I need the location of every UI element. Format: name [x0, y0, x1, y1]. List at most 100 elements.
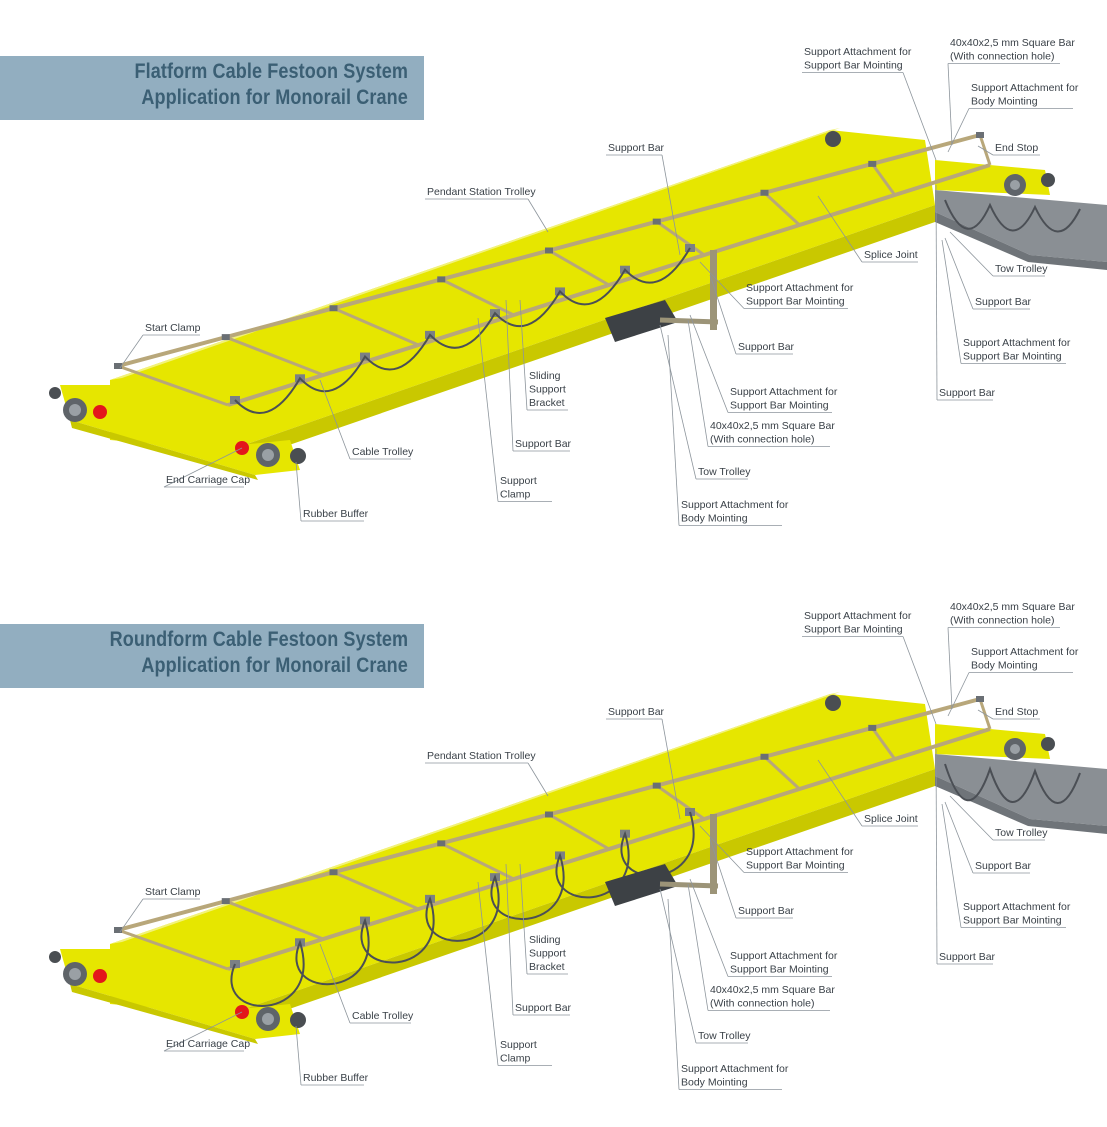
- pendant-station-box: [605, 300, 678, 342]
- callout-leader: [659, 888, 697, 1044]
- support-bar-cross: [548, 249, 610, 287]
- support-clamp: [545, 247, 553, 254]
- callout-leader: [659, 324, 697, 480]
- callout-tow-trolley-right: Tow Trolley: [949, 231, 1048, 277]
- label-line: (With connection hole): [950, 51, 1054, 63]
- callout-end-stop: End Stop: [977, 706, 1040, 720]
- label-line: (With connection hole): [710, 998, 814, 1010]
- title-banner: Roundform Cable Festoon System Applicati…: [0, 624, 424, 688]
- support-clamp: [114, 927, 122, 933]
- label-line: Support: [500, 475, 537, 487]
- support-bar-cross: [225, 335, 324, 377]
- girder-top-edge: [110, 128, 840, 380]
- callout-label: Rubber Buffer: [303, 1072, 369, 1084]
- callout-label: 40x40x2,5 mm Square Bar(With connection …: [950, 601, 1075, 627]
- label-line: Splice Joint: [864, 813, 918, 825]
- support-clamp: [437, 276, 446, 283]
- callout-start-clamp: Start Clamp: [119, 322, 201, 369]
- label-line: Support Bar: [608, 142, 665, 154]
- support-bar-cross: [225, 899, 324, 941]
- callout-tow-trolley-right: Tow Trolley: [949, 795, 1048, 841]
- callout-label: Pendant Station Trolley: [427, 750, 536, 762]
- callout-label: 40x40x2,5 mm Square Bar(With connection …: [710, 420, 835, 446]
- support-clamp: [114, 363, 122, 369]
- support-bar-cross: [332, 306, 420, 347]
- label-line: Tow Trolley: [698, 466, 751, 478]
- support-clamp: [221, 334, 230, 341]
- callout-label: Cable Trolley: [352, 446, 414, 458]
- callout-label: Support Bar: [608, 706, 665, 718]
- tow-arm: [659, 317, 719, 325]
- callout-leader: [699, 261, 745, 309]
- label-line: Support Bar Mointing: [746, 296, 845, 308]
- rubber-buffer: [1041, 173, 1055, 187]
- label-line: Support Bar: [515, 438, 572, 450]
- callout-label: Start Clamp: [145, 886, 201, 898]
- callout-support-bar-low: Support Bar: [505, 299, 572, 452]
- callout-support-bar-mid: Support Bar: [709, 838, 795, 919]
- title-line-2: Application for Monorail Crane: [141, 654, 408, 677]
- label-line: 40x40x2,5 mm Square Bar: [710, 420, 835, 432]
- crane-assembly: [49, 692, 1107, 1044]
- label-line: 40x40x2,5 mm Square Bar: [950, 601, 1075, 613]
- callout-label: 40x40x2,5 mm Square Bar(With connection …: [710, 984, 835, 1010]
- label-line: Tow Trolley: [995, 827, 1048, 839]
- callout-label: Support Bar: [738, 905, 795, 917]
- callout-leader: [947, 108, 970, 153]
- crane-assembly: [49, 128, 1107, 480]
- callout-label: Support Bar: [515, 1002, 572, 1014]
- label-line: Support Attachment for: [971, 82, 1079, 94]
- callout-support-bar-low: Support Bar: [505, 863, 572, 1016]
- label-line: Sliding: [529, 934, 561, 946]
- callout-pendant-station-trolley: Pendant Station Trolley: [425, 750, 549, 797]
- label-line: Support Bar Mointing: [746, 860, 845, 872]
- label-line: Support Bar: [975, 296, 1032, 308]
- label-line: Support Bar: [738, 905, 795, 917]
- callout-leader: [941, 239, 962, 364]
- rubber-buffer: [290, 448, 306, 464]
- callout-leader: [947, 672, 970, 717]
- wheel-hub: [262, 449, 274, 461]
- support-clamp: [545, 811, 553, 818]
- rubber-buffer: [1041, 737, 1055, 751]
- runway-rail-shadow: [935, 776, 1107, 834]
- callout-label: Support Bar: [738, 341, 795, 353]
- callout-leader: [477, 317, 499, 502]
- label-line: Support Bar: [975, 860, 1032, 872]
- label-line: Support Bar Mointing: [730, 964, 829, 976]
- label-line: Pendant Station Trolley: [427, 750, 536, 762]
- support-bar-cross: [763, 755, 801, 791]
- callout-leader: [527, 198, 549, 233]
- label-line: End Carriage Cap: [166, 474, 250, 486]
- callout-leader: [944, 237, 974, 310]
- callout-leader: [949, 795, 994, 841]
- support-clamp: [329, 869, 338, 876]
- callout-leader: [947, 63, 953, 146]
- support-clamp: [868, 160, 877, 167]
- callout-leader: [687, 319, 709, 447]
- runway-rail: [935, 190, 1107, 262]
- callout-label: 40x40x2,5 mm Square Bar(With connection …: [950, 37, 1075, 63]
- support-clamp: [652, 782, 661, 789]
- tow-arm: [659, 881, 719, 889]
- wheel-hub: [1010, 744, 1020, 754]
- label-line: Support Bar Mointing: [963, 915, 1062, 927]
- support-bar-cross: [548, 813, 610, 851]
- callout-label: End Carriage Cap: [166, 474, 250, 486]
- label-line: Support Attachment for: [746, 282, 854, 294]
- callout-leader: [817, 195, 863, 263]
- label-line: Support Bar: [738, 341, 795, 353]
- callout-leader: [667, 898, 680, 1090]
